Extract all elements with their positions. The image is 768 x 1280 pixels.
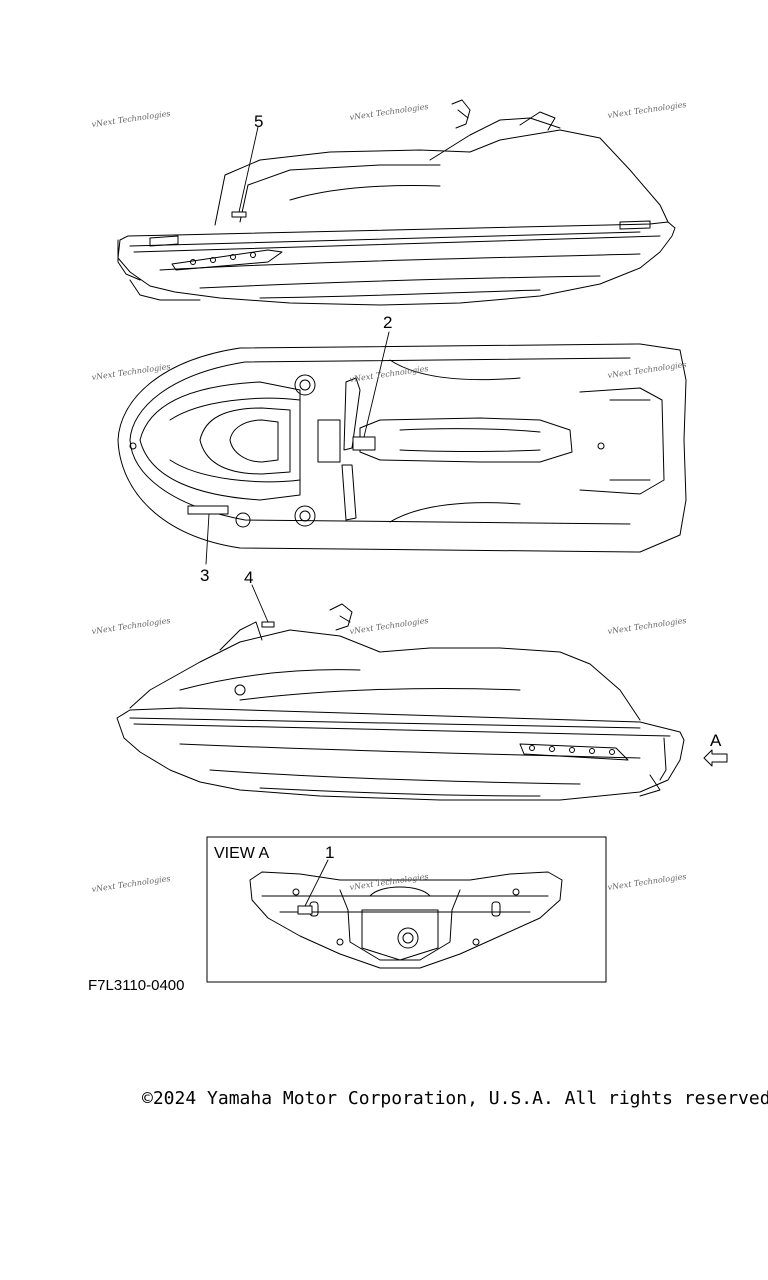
watermark: vNext Technologies [349,102,429,122]
callout-1: 1 [325,843,334,862]
figure-code: F7L3110-0400 [88,977,185,994]
callout-5: 5 [254,112,263,131]
view-a-stern-drawing [249,859,563,969]
watermark: vNext Technologies [91,362,171,382]
callout-4: 4 [244,568,253,587]
watermark: vNext Technologies [607,616,687,636]
watermark: vNext Technologies [349,364,429,384]
copyright-notice: ©2024 Yamaha Motor Corporation, U.S.A. A… [142,1088,768,1109]
watercraft-top-view [117,331,687,565]
watermark: vNext Technologies [607,360,687,380]
watermark: vNext Technologies [349,616,429,636]
watermark: vNext Technologies [607,100,687,120]
watercraft-side-view-left [117,99,676,306]
view-a-frame [206,836,607,983]
watermark: vNext Technologies [607,872,687,892]
watermark: vNext Technologies [91,616,171,636]
callout-3: 3 [200,566,209,585]
callout-2: 2 [383,313,392,332]
watermark: vNext Technologies [91,109,171,129]
view-a-label: VIEW A [214,845,269,862]
watercraft-side-view-right [116,584,728,801]
view-arrow-label: A [710,731,722,750]
watermark: vNext Technologies [91,874,171,894]
watermarks: vNext Technologies vNext Technologies vN… [91,100,687,894]
